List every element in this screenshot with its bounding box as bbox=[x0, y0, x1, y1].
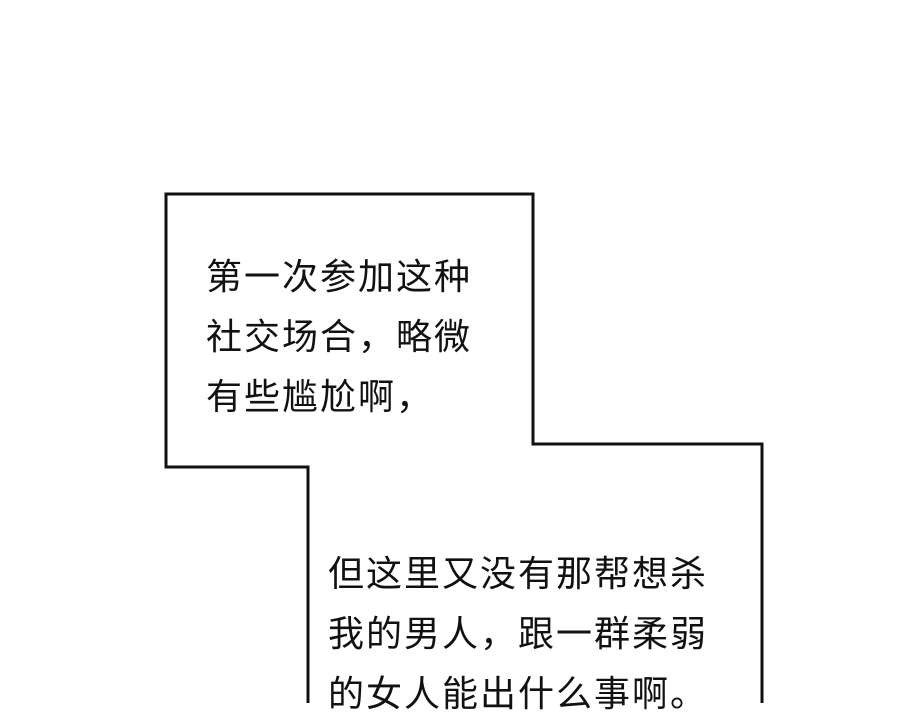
narration-caption-1: 第一次参加这种 社交场合，略微 有些尴尬啊， bbox=[206, 248, 472, 428]
caption-line: 我的男人，跟一群柔弱 bbox=[328, 614, 709, 655]
comic-page: 第一次参加这种 社交场合，略微 有些尴尬啊， 但这里又没有那帮想杀 我的男人，跟… bbox=[164, 192, 764, 715]
narration-caption-2: 但这里又没有那帮想杀 我的男人，跟一群柔弱 的女人能出什么事啊。 bbox=[328, 545, 708, 725]
caption-line: 但这里又没有那帮想杀 bbox=[328, 554, 709, 595]
caption-box-outline bbox=[164, 192, 764, 703]
caption-line: 社交场合，略微 bbox=[206, 317, 473, 358]
caption-line: 第一次参加这种 bbox=[206, 257, 473, 298]
caption-line: 的女人能出什么事啊。 bbox=[328, 674, 709, 715]
caption-line: 有些尴尬啊， bbox=[206, 377, 435, 418]
